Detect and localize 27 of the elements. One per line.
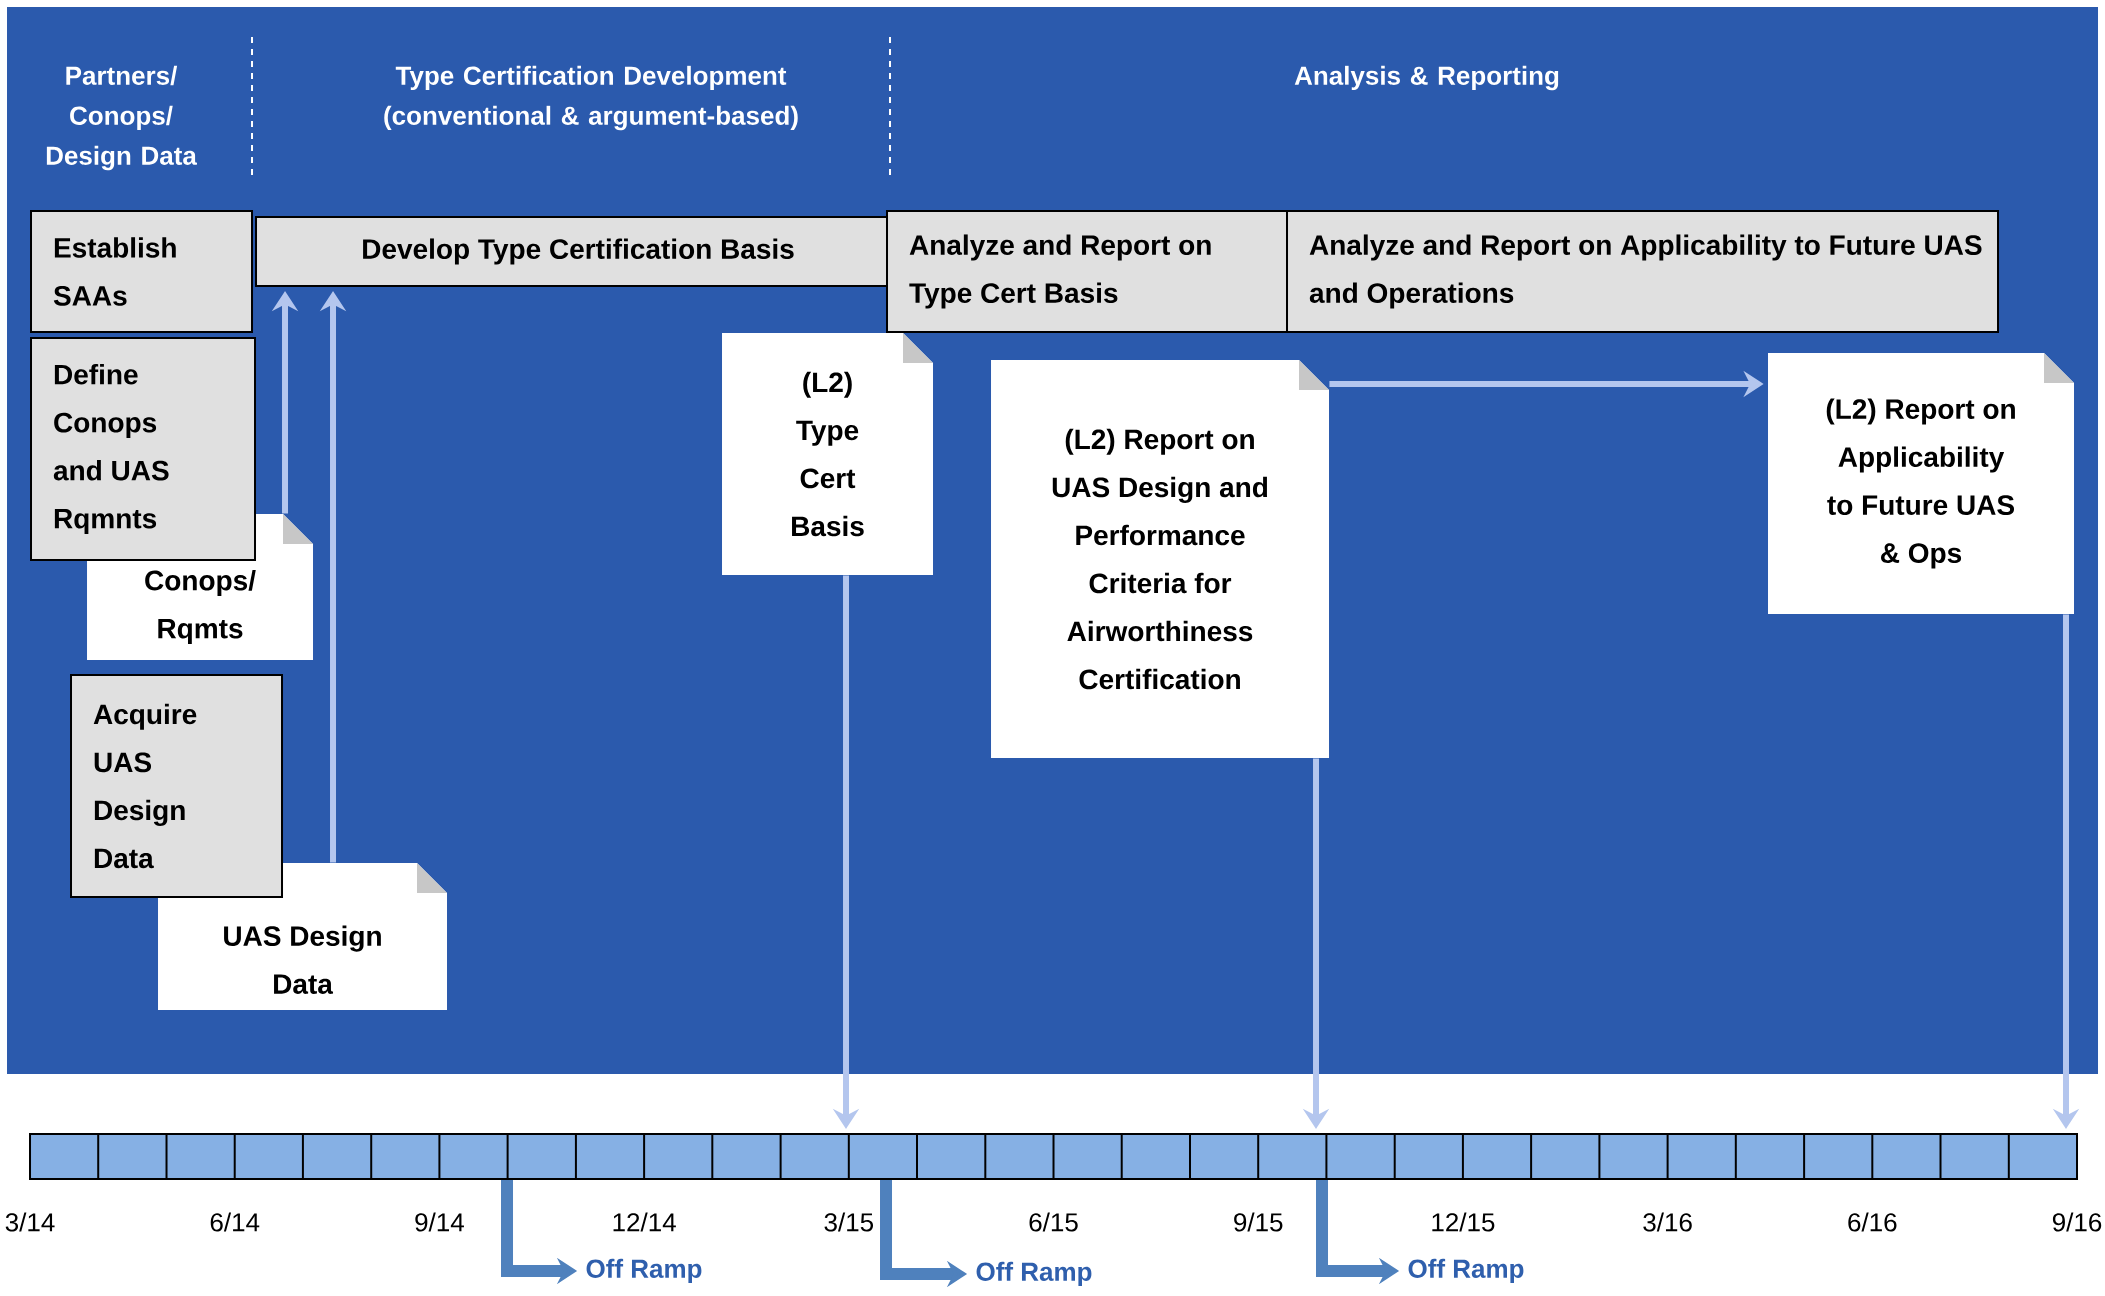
column-heading: Analysis & Reporting	[1294, 65, 1559, 91]
timeline-bar	[29, 1133, 2078, 1180]
document-box: (L2) Type Cert Basis	[722, 333, 933, 575]
date-label: 3/14	[5, 1212, 55, 1232]
column-heading: Partners/ Conops/ Design Data	[46, 65, 197, 171]
date-label: 6/16	[1848, 1212, 1897, 1232]
date-label: 12/14	[613, 1212, 676, 1232]
date-label: 6/14	[210, 1212, 260, 1232]
date-label: 9/14	[415, 1212, 464, 1232]
date-label: 3/15	[824, 1212, 873, 1232]
document-box: (L2) Report on Applicability to Future UAS & Ops	[1768, 353, 2074, 614]
off-ramp-label: Off Ramp	[1408, 1258, 1524, 1284]
process-box: Analyze and Report on Type Cert Basis	[886, 210, 1288, 333]
date-label: 12/15	[1432, 1212, 1495, 1232]
process-box: Analyze and Report on Applicability to Future UAS and Operations	[1286, 210, 1999, 333]
date-label: 9/15	[1234, 1212, 1283, 1232]
document-box: (L2) Report on UAS Design and Performance Criteria for Airworthiness Certification	[991, 360, 1329, 758]
date-label: 3/16	[1643, 1212, 1692, 1232]
process-box: Acquire UAS Design Data	[70, 674, 283, 898]
process-box: Establish SAAs	[30, 210, 253, 333]
off-ramp-label: Off Ramp	[586, 1258, 702, 1284]
column-heading: Type Certification Development (conventional & argument-based)	[384, 65, 798, 131]
date-label: 9/16	[2052, 1212, 2102, 1232]
process-box: Develop Type Certification Basis	[255, 216, 888, 287]
date-label: 6/15	[1029, 1212, 1078, 1232]
off-ramp-label: Off Ramp	[976, 1261, 1092, 1287]
process-box: Define Conops and UAS Rqmnts	[30, 337, 256, 561]
